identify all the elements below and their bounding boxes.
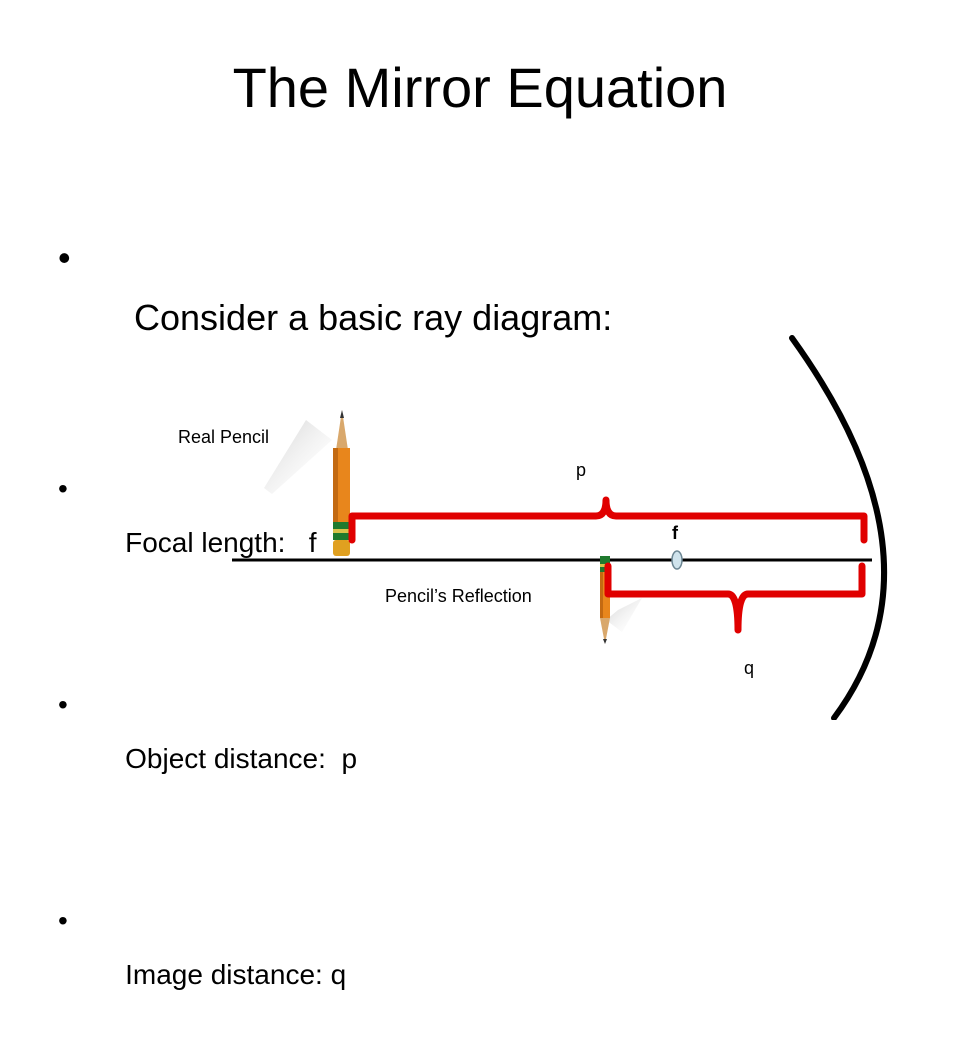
reflection-pencil-shadow	[606, 598, 642, 632]
q-distance-bracket	[604, 562, 866, 634]
bullet-item: • Focal length: f	[58, 408, 612, 624]
concave-mirror	[789, 335, 888, 720]
real-pencil-shadow	[264, 420, 332, 494]
q-label: q	[744, 658, 754, 678]
ray-diagram: Real Pencil Pencil’s Reflection p q f	[178, 335, 888, 720]
bullet-dot: •	[58, 689, 68, 720]
bullet-text: Consider a basic ray diagram:	[134, 297, 613, 338]
bullet-text: Object distance: p	[125, 743, 358, 774]
p-distance-bracket	[348, 496, 868, 544]
bullet-item: • Consider a basic ray diagram:	[58, 168, 612, 408]
bullet-text: Focal length: f	[125, 527, 317, 558]
real-pencil-icon	[333, 410, 350, 556]
p-label: p	[576, 460, 586, 480]
f-label: f	[672, 523, 679, 543]
slide-title: The Mirror Equation	[232, 56, 728, 119]
real-pencil-label: Real Pencil	[178, 427, 269, 447]
bullet-item: • Image distance: q	[58, 840, 612, 1056]
bullet-dot: •	[58, 473, 68, 504]
bullet-text: Image distance: q	[125, 959, 347, 990]
bullet-dot: •	[58, 905, 68, 936]
bullet-dot: •	[58, 237, 71, 278]
reflection-label: Pencil’s Reflection	[385, 586, 532, 606]
focal-point-marker	[671, 550, 683, 570]
